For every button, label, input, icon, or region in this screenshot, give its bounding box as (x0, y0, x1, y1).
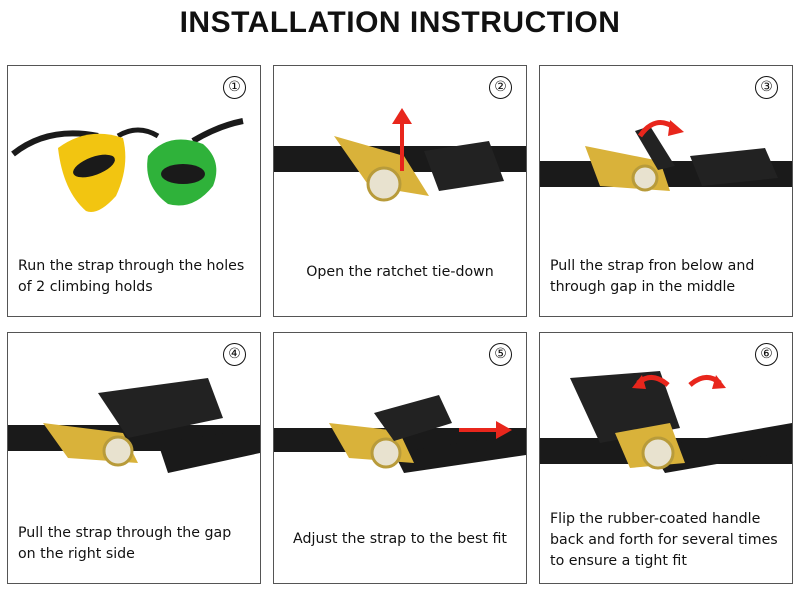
step-card-4: ④ Pull the strap through the gap on the … (7, 332, 261, 584)
step-card-1: ① Run the strap through the holes of 2 c… (7, 65, 261, 317)
step-caption: Pull the strap fron below and through ga… (550, 258, 755, 295)
step-card-2: ② Open the ratchet tie-down (273, 65, 527, 317)
step-caption: Open the ratchet tie-down (306, 264, 494, 280)
ratchet-open-image (274, 108, 526, 202)
step-number-badge: ① (223, 76, 246, 99)
climbing-holds-image (11, 118, 244, 212)
step-card-3: ③ Pull the strap fron below and through … (539, 65, 793, 317)
page-title: INSTALLATION INSTRUCTION (179, 6, 621, 39)
step-number-badge: ③ (755, 76, 778, 99)
step-number-badge: ② (489, 76, 512, 99)
step-caption: Run the strap through the holes of 2 cli… (18, 258, 245, 295)
step-caption: Pull the strap through the gap on the ri… (18, 525, 232, 562)
strap-right-gap-image (8, 378, 260, 473)
step-number-badge: ⑥ (755, 343, 778, 366)
adjust-strap-image (274, 395, 526, 473)
step-card-5: ⑤ Adjust the strap to the best fit (273, 332, 527, 584)
step-card-6: ⑥ Flip the rubber-coated handle back and… (539, 332, 793, 584)
step-number-badge: ⑤ (489, 343, 512, 366)
step-number-badge: ④ (223, 343, 246, 366)
strap-through-gap-image (540, 120, 792, 192)
step-caption: Adjust the strap to the best fit (293, 531, 507, 547)
flip-handle-image (540, 371, 792, 473)
step-caption: Flip the rubber-coated handle back and f… (550, 511, 778, 569)
